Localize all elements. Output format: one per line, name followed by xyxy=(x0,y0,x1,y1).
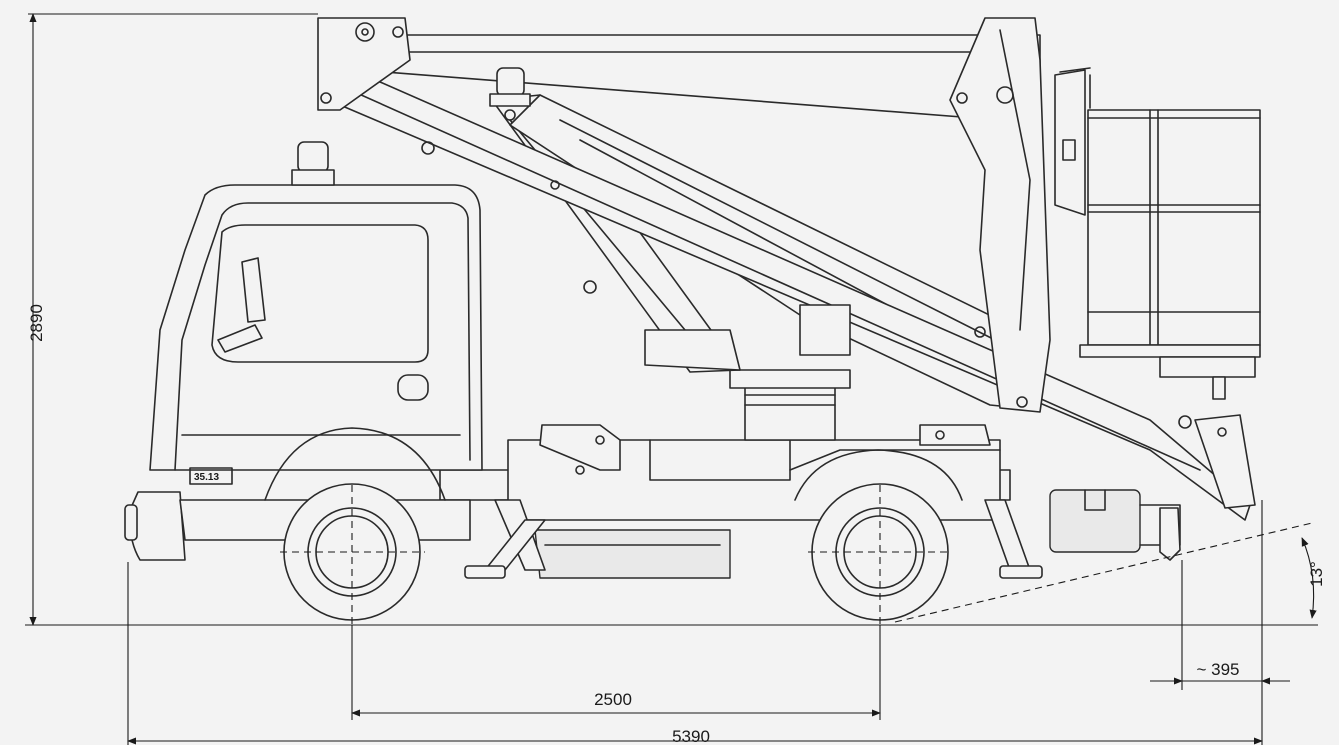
rear-toolbox xyxy=(1049,489,1141,553)
boom-assembly xyxy=(317,17,1256,521)
boom-knuckle-front xyxy=(317,17,411,111)
rear-overhang-label: ~ 395 xyxy=(1196,660,1239,679)
departure-angle-label: 13° xyxy=(1307,561,1326,587)
front-wheel xyxy=(280,483,425,625)
work-basket xyxy=(1054,67,1261,400)
rear-side-box xyxy=(534,529,731,579)
overall-length-label: 5390 xyxy=(672,727,710,745)
cab: 35.13 xyxy=(124,141,483,561)
truck-body: 35.13 xyxy=(124,141,1181,625)
front-outrigger xyxy=(464,424,621,579)
rear-wheel xyxy=(808,483,952,625)
boom-knuckle-rear xyxy=(949,17,1051,413)
cab-model-badge: 35.13 xyxy=(194,472,219,483)
wheelbase-label: 2500 xyxy=(594,690,632,709)
rear-outrigger xyxy=(919,424,1043,579)
overall-height-label: 2890 xyxy=(27,304,46,342)
turret-column xyxy=(744,384,836,441)
dimension-lines: 2890 2500 5390 ~ 395 13° xyxy=(25,13,1326,745)
